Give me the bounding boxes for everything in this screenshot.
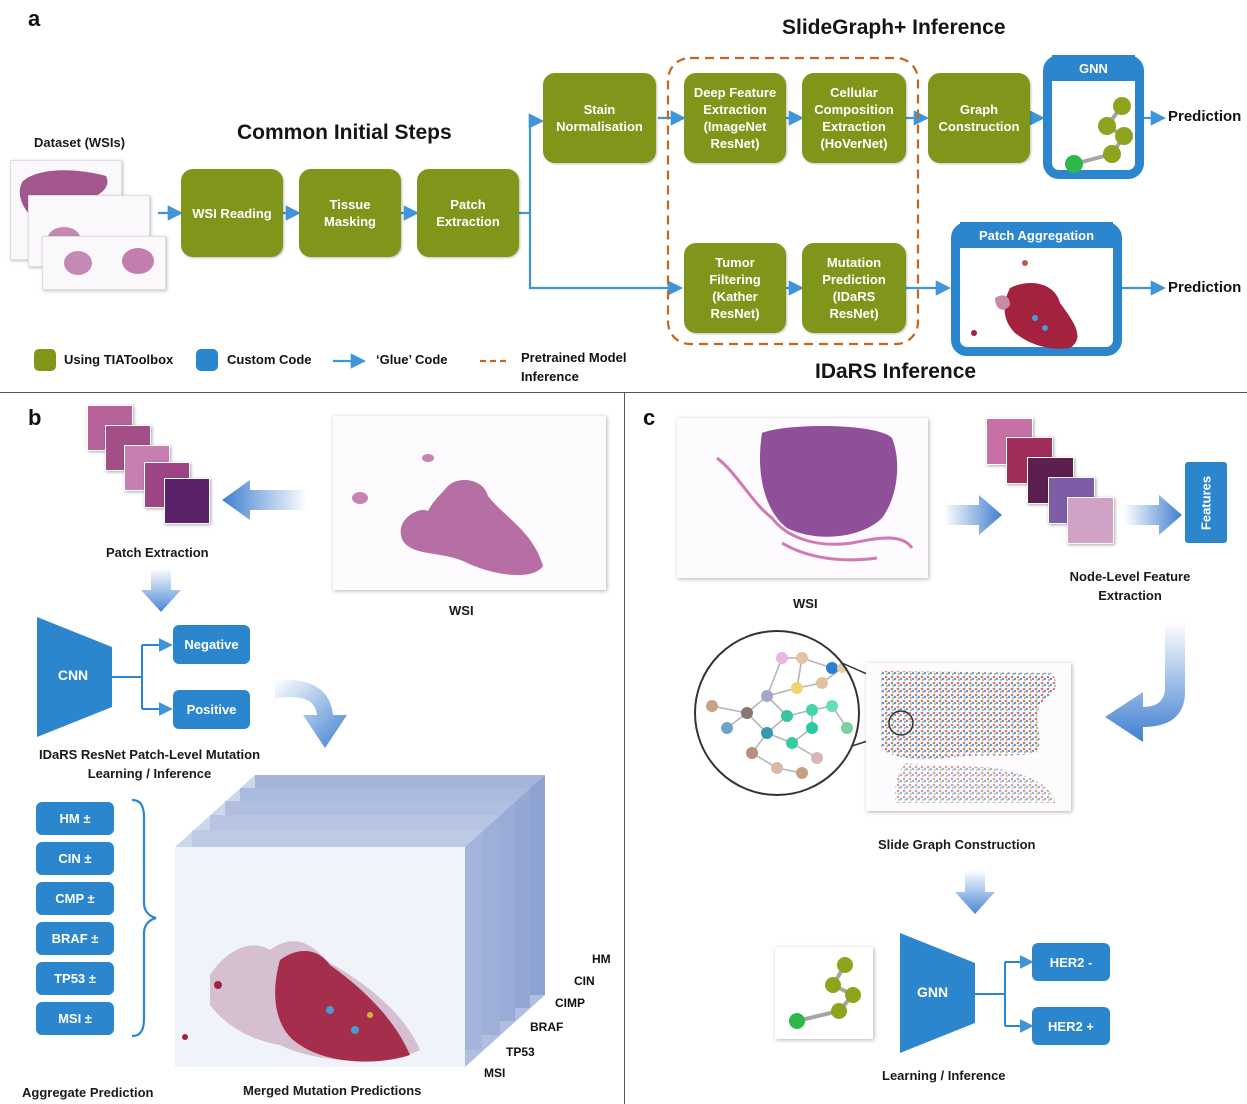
- arrow-right-c1: [944, 495, 1002, 535]
- horizontal-divider: [0, 392, 1247, 393]
- arrow-down-c: [955, 870, 995, 914]
- cnn-label: CNN: [57, 667, 89, 683]
- legend-custom: Custom Code: [227, 352, 312, 367]
- vertical-divider: [624, 393, 625, 1104]
- features-box: Features: [1185, 462, 1227, 543]
- slidegraph-title: SlideGraph+ Inference: [782, 16, 1006, 39]
- deep-feature-step: Deep Feature Extraction (ImageNet ResNet…: [684, 73, 786, 163]
- learning-caption: Learning / Inference: [882, 1068, 1006, 1083]
- idars-title: IDaRS Inference: [815, 360, 977, 383]
- mutation-bracket: [131, 798, 157, 1038]
- legend-glue: ‘Glue’ Code: [376, 352, 448, 367]
- cnn-branch-connector: [112, 638, 173, 716]
- mutation-tp53: TP53 ±: [36, 962, 114, 995]
- patch-aggregation-title: Patch Aggregation: [960, 222, 1113, 248]
- mutation-msi: MSI ±: [36, 1002, 114, 1035]
- cnn-shape: [37, 617, 112, 737]
- dataset-label: Dataset (WSIs): [34, 135, 126, 150]
- stack-label-braf: BRAF: [530, 1020, 564, 1034]
- gnn-frame-title: GNN: [1052, 55, 1135, 81]
- tissue-masking-label: Tissue Masking: [323, 197, 376, 229]
- arrow-right-c2: [1124, 495, 1182, 535]
- gnn-frame: GNN: [1043, 55, 1144, 179]
- graph-construction-label: Graph Construction: [938, 102, 1020, 134]
- legend-glue-arrow: [333, 353, 367, 369]
- patch-extraction-caption: Patch Extraction: [106, 545, 209, 560]
- gnn-shape: [900, 933, 975, 1053]
- patch-extraction-step: Patch Extraction: [417, 169, 519, 257]
- prediction-top: Prediction: [1168, 108, 1242, 125]
- slide-graph-caption: Slide Graph Construction: [878, 837, 1036, 852]
- graph-icon: [1065, 97, 1133, 173]
- her2-negative-box: HER2 -: [1032, 943, 1110, 981]
- arrow-left-b: [222, 480, 307, 520]
- mutation-cin: CIN ±: [36, 842, 114, 875]
- patch-5: [164, 478, 210, 524]
- wsi-thumb-3: [42, 236, 166, 290]
- legend-dashed-line: [480, 359, 510, 363]
- patch-aggregation-frame: Patch Aggregation: [951, 222, 1122, 356]
- prediction-bottom: Prediction: [1168, 279, 1242, 296]
- merged-layers: [175, 775, 545, 1067]
- merged-caption: Merged Mutation Predictions: [243, 1083, 422, 1098]
- mutation-prediction-label: Mutation Prediction (IDaRS ResNet): [822, 255, 886, 321]
- graph-construction-step: Graph Construction: [928, 73, 1030, 163]
- patch-extraction-label: Patch Extraction: [436, 197, 500, 229]
- wsi-image-b: [333, 416, 606, 590]
- mutation-braf: BRAF ±: [36, 922, 114, 955]
- deep-feature-label: Deep Feature Extraction (ImageNet ResNet…: [693, 85, 777, 151]
- mutation-cmp: CMP ±: [36, 882, 114, 915]
- curved-arrow-b: [275, 679, 347, 748]
- aggregation-heatmap: [971, 260, 1078, 349]
- panel-b-letter: b: [28, 405, 42, 430]
- stain-normalisation-label: Stain Normalisation: [556, 102, 643, 134]
- stack-label-cimp: CIMP: [555, 996, 585, 1010]
- stack-label-hm: HM: [592, 952, 611, 966]
- features-label: Features: [1198, 475, 1214, 530]
- common-steps-title: Common Initial Steps: [237, 121, 452, 144]
- c-patch-5: [1067, 497, 1114, 544]
- slide-graph-image: [866, 663, 1071, 811]
- graph-zoom-circle: [694, 630, 893, 796]
- node-level-caption: Node-Level Feature Extraction: [1069, 569, 1191, 603]
- gnn-label-c: GNN: [916, 984, 949, 1000]
- idars-caption: IDaRS ResNet Patch-Level Mutation Learni…: [38, 747, 261, 781]
- mutation-prediction-step: Mutation Prediction (IDaRS ResNet): [802, 243, 906, 333]
- gnn-branch-connector: [975, 955, 1034, 1033]
- legend-tiatoolbox: Using TIAToolbox: [64, 352, 174, 367]
- wsi-caption-c: WSI: [793, 596, 818, 611]
- tumor-filtering-label: Tumor Filtering (Kather ResNet): [709, 255, 761, 321]
- mutation-hm: HM ±: [36, 802, 114, 835]
- negative-box: Negative: [173, 625, 250, 664]
- panel-a-connectors: [158, 56, 1167, 346]
- legend-blue-swatch: [196, 349, 218, 371]
- panel-c-letter: c: [643, 405, 656, 430]
- graph-card-icon: [789, 957, 861, 1029]
- stack-label-msi: MSI: [484, 1066, 506, 1080]
- stack-label-cin: CIN: [574, 974, 595, 988]
- cellular-composition-label: Cellular Composition Extraction (HoVerNe…: [814, 85, 894, 151]
- aggregate-caption: Aggregate Prediction: [22, 1085, 154, 1100]
- wsi-image-c: [677, 418, 928, 578]
- wsi-caption-b: WSI: [449, 603, 474, 618]
- stain-normalisation-step: Stain Normalisation: [543, 73, 656, 163]
- graph-card: [775, 947, 873, 1039]
- curved-arrow-c: [1105, 622, 1185, 742]
- stack-label-tp53: TP53: [506, 1045, 535, 1059]
- tumor-filtering-step: Tumor Filtering (Kather ResNet): [684, 243, 786, 333]
- cellular-composition-step: Cellular Composition Extraction (HoVerNe…: [802, 73, 906, 163]
- arrow-down-b: [141, 568, 181, 612]
- her2-positive-box: HER2 +: [1032, 1007, 1110, 1045]
- legend-pretrained: Pretrained Model Inference: [521, 350, 627, 384]
- positive-box: Positive: [173, 690, 250, 729]
- tissue-masking-step: Tissue Masking: [299, 169, 401, 257]
- panel-a-letter: a: [28, 6, 41, 31]
- wsi-reading-step: WSI Reading: [181, 169, 283, 257]
- legend-green-swatch: [34, 349, 56, 371]
